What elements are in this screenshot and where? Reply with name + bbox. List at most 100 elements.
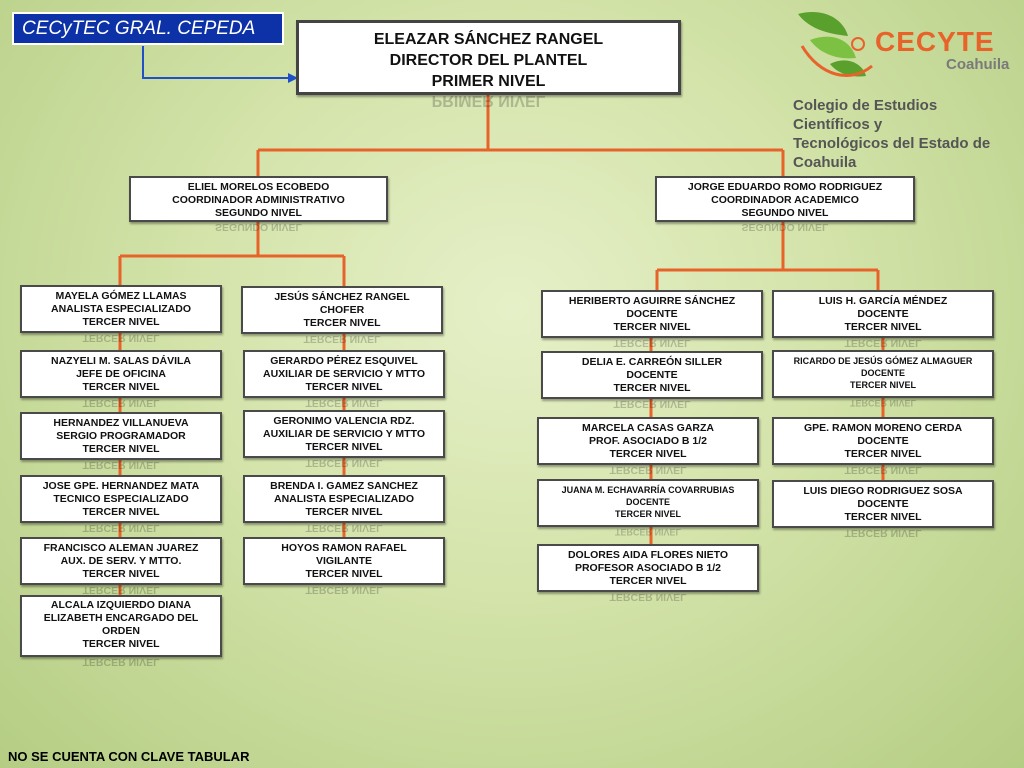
staff-line: AUXILIAR DE SERVICIO Y MTTO [262,368,425,380]
admin-col2-staff-box: GERONIMO VALENCIA RDZ.AUXILIAR DE SERVIC… [243,410,445,469]
staff-line: DOCENTE [857,435,909,447]
staff-line: TERCER NIVEL [82,381,160,393]
staff-level-reflection: TERCER NIVEL [609,591,687,603]
staff-level-reflection: TERCER NIVEL [609,464,687,476]
coordinator-role: COORDINADOR ACADEMICO [711,194,859,206]
staff-line: JESÚS SÁNCHEZ RANGEL [274,291,410,303]
staff-line: TERCER NIVEL [305,568,383,580]
staff-line: JOSE GPE. HERNANDEZ MATA [42,480,200,492]
staff-level-reflection: TERCER NIVEL [82,459,160,471]
staff-line: GERARDO PÉREZ ESQUIVEL [270,355,418,367]
director-name: ELEAZAR SÁNCHEZ RANGEL [373,31,604,48]
staff-line: ELIZABETH ENCARGADO DEL [43,612,199,624]
coordinator-academic-box: JORGE EDUARDO ROMO RODRIGUEZ COORDINADOR… [655,176,915,233]
staff-level-reflection: TERCER NIVEL [613,398,691,410]
logo-brand: CECYTE [875,26,995,57]
staff-line: TERCER NIVEL [305,441,383,453]
staff-line: DOCENTE [625,497,670,507]
staff-line: HERIBERTO AGUIRRE SÁNCHEZ [568,295,736,307]
staff-line: PROF. ASOCIADO B 1/2 [588,435,708,447]
staff-line: ANALISTA ESPECIALIZADO [50,303,191,315]
logo-description-line1: Colegio de Estudios Científicos y [793,97,938,133]
coordinator-role: COORDINADOR ADMINISTRATIVO [172,194,345,206]
staff-line: BRENDA I. GAMEZ SANCHEZ [270,480,418,492]
staff-line: TERCER NIVEL [613,321,691,333]
staff-line: HOYOS RAMON RAFAEL [281,542,407,554]
logo-region: Coahuila [946,56,1010,73]
staff-line: TERCER NIVEL [82,506,160,518]
staff-line: TERCER NIVEL [82,443,160,455]
staff-line: JUANA M. ECHAVARRÍA COVARRUBIAS [561,485,735,495]
staff-line: TERCER NIVEL [614,509,681,519]
staff-line: JEFE DE OFICINA [76,368,166,380]
staff-line: PROFESOR ASOCIADO B 1/2 [574,562,722,574]
footer-note: NO SE CUENTA CON CLAVE TABULAR [8,749,250,764]
coordinator-admin-box: ELIEL MORELOS ECOBEDO COORDINADOR ADMINI… [129,176,388,233]
staff-level-reflection: TERCER NIVEL [844,527,922,539]
logo-description-line2: Tecnológicos del Estado de Coahuila [793,135,991,171]
staff-line: AUX. DE SERV. Y MTTO. [60,555,182,567]
staff-line: DOCENTE [860,368,905,378]
staff-line: LUIS DIEGO RODRIGUEZ SOSA [803,485,963,497]
coordinator-level-reflection: SEGUNDO NIVEL [741,221,829,233]
campus-label: CECyTEC GRAL. CEPEDA [12,12,284,45]
staff-line: FRANCISCO ALEMAN JUAREZ [43,542,199,554]
staff-level-reflection: TERCER NIVEL [613,337,691,349]
staff-level-reflection: TERCER NIVEL [614,527,681,537]
staff-line: TERCER NIVEL [849,380,916,390]
staff-line: GERONIMO VALENCIA RDZ. [273,415,415,427]
director-box: ELEAZAR SÁNCHEZ RANGEL DIRECTOR DEL PLAN… [296,20,681,109]
coordinator-level: SEGUNDO NIVEL [215,207,302,219]
staff-line: TERCER NIVEL [609,448,687,460]
cecyte-logo [798,12,873,77]
coordinator-level-reflection: SEGUNDO NIVEL [215,221,302,233]
director-level-reflection: PRIMER NIVEL [431,93,546,109]
staff-level-reflection: TERCER NIVEL [82,397,160,409]
staff-level-reflection: TERCER NIVEL [305,457,383,469]
staff-line: TERCER NIVEL [305,506,383,518]
staff-level-reflection: TERCER NIVEL [82,656,160,668]
staff-line: MARCELA CASAS GARZA [581,422,715,434]
staff-line: VIGILANTE [315,555,372,567]
staff-line: DOCENTE [857,498,909,510]
staff-line: TERCER NIVEL [82,638,160,650]
coordinator-name: JORGE EDUARDO ROMO RODRIGUEZ [687,181,883,193]
staff-line: TERCER NIVEL [844,448,922,460]
staff-line: TERCER NIVEL [609,575,687,587]
staff-line: DOCENTE [857,308,909,320]
staff-line: SERGIO PROGRAMADOR [56,430,186,442]
director-level: PRIMER NIVEL [431,73,546,90]
staff-line: GPE. RAMON MORENO CERDA [803,422,963,434]
staff-line: HERNANDEZ VILLANUEVA [53,417,189,429]
staff-line: ANALISTA ESPECIALIZADO [273,493,414,505]
director-role: DIRECTOR DEL PLANTEL [389,52,588,69]
staff-level-reflection: TERCER NIVEL [305,397,383,409]
staff-level-reflection: TERCER NIVEL [303,333,381,345]
staff-level-reflection: TERCER NIVEL [82,332,160,344]
staff-level-reflection: TERCER NIVEL [82,522,160,534]
staff-level-reflection: TERCER NIVEL [844,337,922,349]
staff-line: TERCER NIVEL [305,381,383,393]
staff-line: ORDEN [102,625,140,637]
staff-line: DOCENTE [626,369,678,381]
coordinator-name: ELIEL MORELOS ECOBEDO [187,181,330,193]
staff-line: DOCENTE [626,308,678,320]
staff-line: CHOFER [319,304,365,316]
campus-arrow [142,46,290,79]
staff-line: LUIS H. GARCÍA MÉNDEZ [818,295,948,307]
